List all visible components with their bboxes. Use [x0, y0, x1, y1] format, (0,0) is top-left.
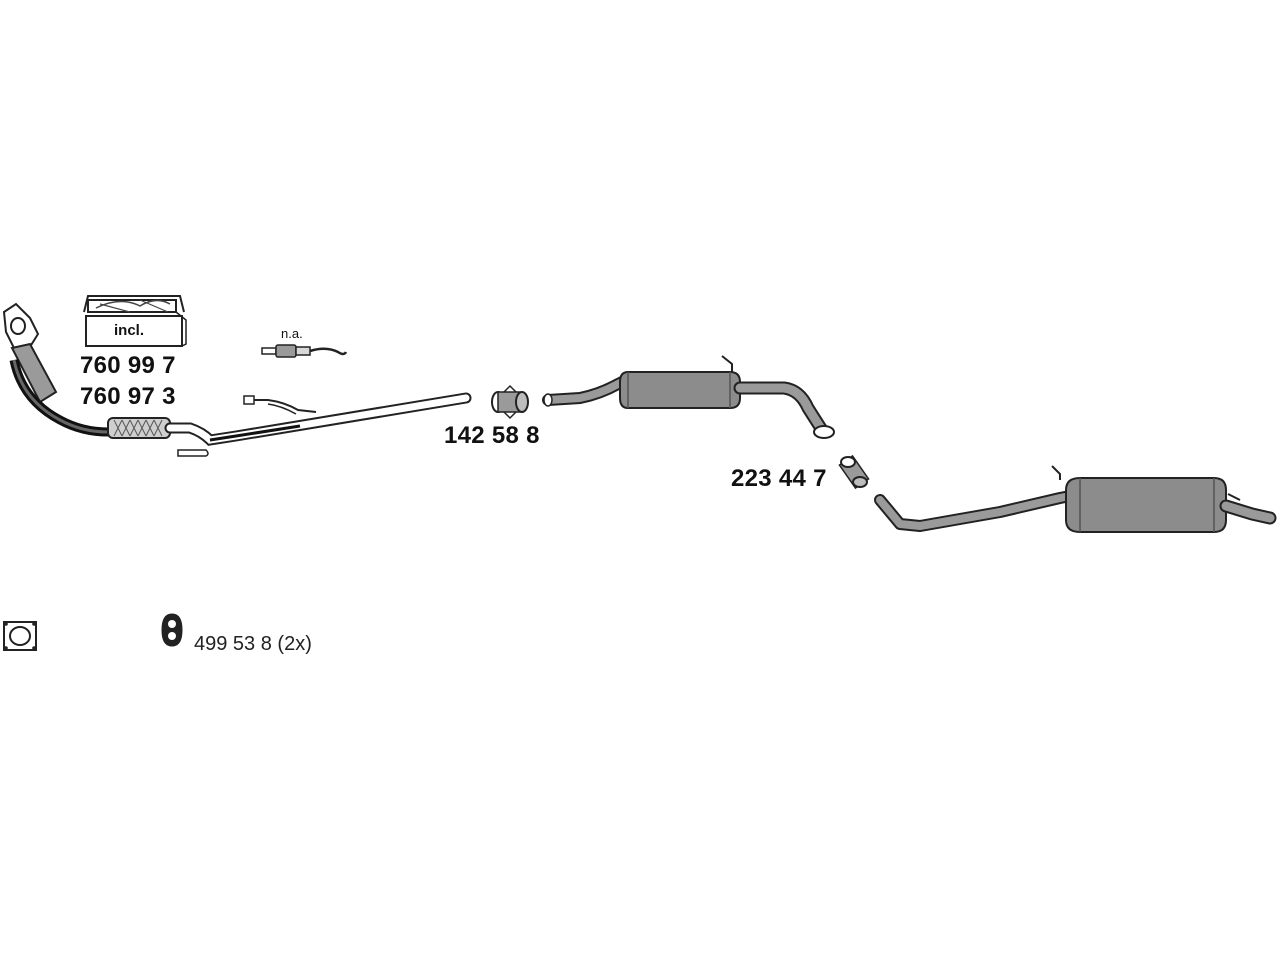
- catalyst-kit-icon: [83, 295, 187, 347]
- front-clamp-part-number: 142 58 8: [444, 422, 540, 449]
- centre-silencer[interactable]: [542, 355, 835, 439]
- catalyst-part-number-b: 760 97 3: [80, 383, 176, 410]
- sensor-not-available-label: n.a.: [281, 326, 303, 341]
- rear-silencer[interactable]: [874, 465, 1277, 533]
- catalyst-body: [10, 342, 58, 404]
- lambda-sensor-icon: [261, 344, 348, 358]
- front-pipe-catalyst[interactable]: [2, 302, 472, 457]
- rear-clamp-part-number: 223 44 7: [731, 465, 827, 492]
- rear-clamp[interactable]: [838, 454, 870, 490]
- centre-hanger: [721, 355, 733, 372]
- catalyst-part-number-a: 760 99 7: [80, 352, 176, 379]
- front-clamp[interactable]: [491, 384, 529, 420]
- rubber-mount-icon: [161, 613, 183, 647]
- incl-label: incl.: [114, 322, 145, 339]
- catalyst-bracket: [177, 449, 209, 457]
- rear-hanger: [1051, 465, 1061, 480]
- rear-muffler-body: [1065, 477, 1227, 533]
- sensor-branch: [248, 399, 317, 413]
- gasket-icon: [3, 621, 37, 651]
- incl-box: [85, 315, 183, 347]
- rubber-mount-part-number: 499 53 8 (2x): [194, 633, 312, 655]
- centre-muffler-body: [619, 371, 741, 409]
